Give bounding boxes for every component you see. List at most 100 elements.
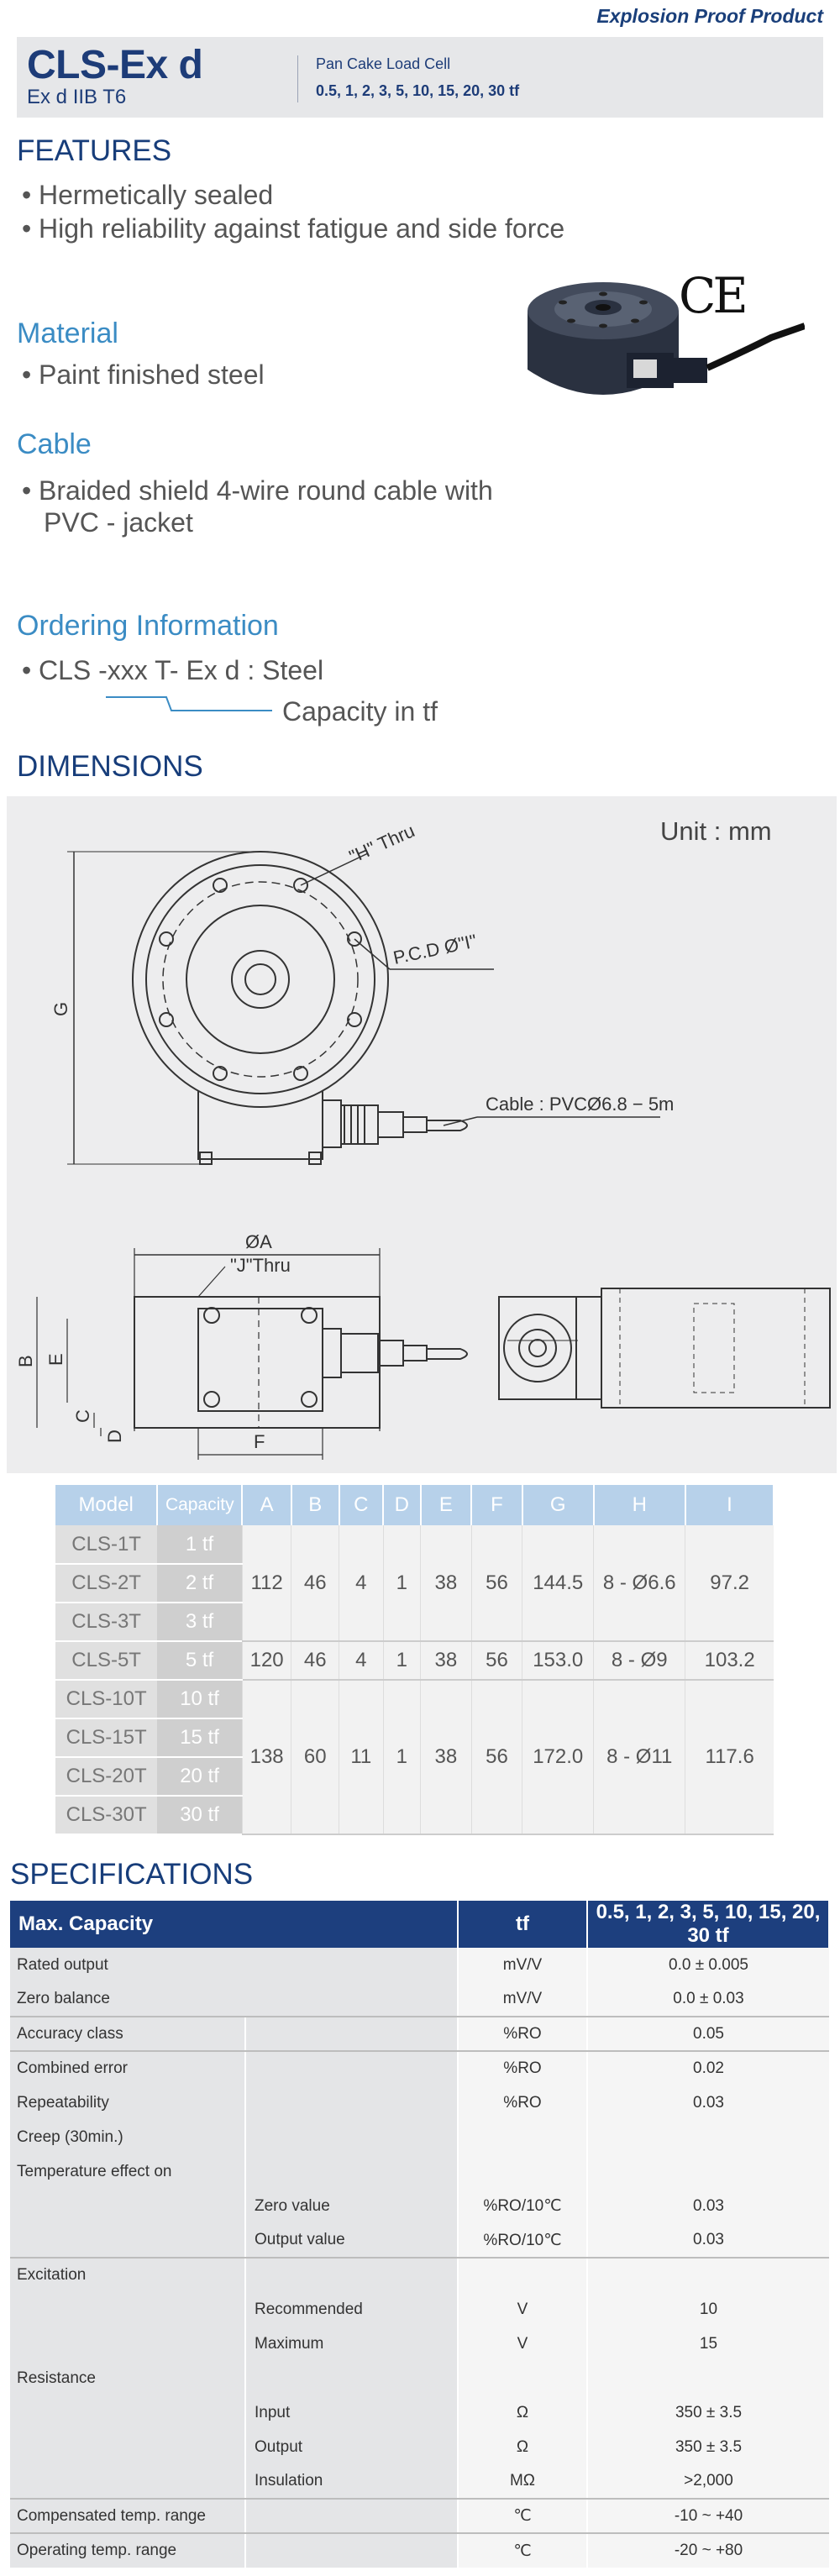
specifications-heading: SPECIFICATIONS	[10, 1858, 254, 1891]
model-dimension-table: Model Capacity A B C D E F G H I CLS-1T …	[55, 1485, 775, 1835]
h-thru-label: "H" Thru	[346, 820, 418, 867]
spec-sublabel: Output	[244, 2430, 458, 2464]
capacity-cell: 10 tf	[157, 1680, 243, 1719]
spec-unit: MΩ	[457, 2464, 587, 2500]
model-cell: CLS-30T	[55, 1796, 158, 1835]
spec-label	[10, 2395, 245, 2430]
spec-value: 10	[586, 2292, 829, 2327]
capacity-range: 0.5, 1, 2, 3, 5, 10, 15, 20, 30 tf	[316, 82, 520, 99]
b-label: B	[15, 1355, 36, 1367]
value-cell: 8 - Ø11	[593, 1680, 685, 1835]
cable-item: •Braided shield 4-wire round cable with	[22, 475, 493, 506]
table-row: CLS-5T 5 tf 120 46 4 1 38 56 153.0 8 - Ø…	[55, 1641, 774, 1681]
col-header: I	[685, 1485, 775, 1525]
table-row: CLS-3T 3 tf	[55, 1603, 774, 1642]
a-label: ØA	[245, 1231, 272, 1252]
value-cell: 144.5	[522, 1525, 594, 1642]
spec-label: Accuracy class	[10, 2017, 245, 2052]
spec-label: Excitation	[10, 2258, 245, 2292]
spec-value: 0.02	[586, 2051, 829, 2085]
spec-value: 0.0 ± 0.03	[586, 1982, 829, 2017]
capacity-cell: 30 tf	[157, 1796, 243, 1835]
pcd-label: P.C.D Ø"I"	[391, 930, 479, 968]
capacity-cell: 3 tf	[157, 1603, 243, 1642]
spec-sublabel	[244, 2017, 458, 2052]
spec-header-values: 0.5, 1, 2, 3, 5, 10, 15, 20, 30 tf	[587, 1901, 830, 1948]
value-cell: 56	[470, 1680, 522, 1835]
col-header: D	[383, 1485, 422, 1525]
spec-sublabel	[244, 2499, 458, 2534]
spec-value: 0.03	[586, 2223, 829, 2259]
value-cell: 46	[291, 1525, 339, 1642]
capacity-cell: 1 tf	[157, 1525, 243, 1565]
ordering-heading: Ordering Information	[17, 610, 279, 642]
e-label: E	[45, 1353, 66, 1366]
capacity-cell: 5 tf	[157, 1641, 243, 1681]
model-cell: CLS-5T	[55, 1641, 158, 1681]
spec-label	[10, 2223, 245, 2259]
spec-sublabel	[244, 2258, 458, 2292]
col-header: B	[291, 1485, 340, 1525]
spec-label	[10, 2327, 245, 2361]
ce-mark: CE	[679, 267, 748, 324]
capacity-note: Capacity in tf	[282, 696, 438, 727]
spec-sublabel	[244, 2361, 458, 2395]
model-title: CLS-Ex d	[27, 43, 203, 87]
table-row: CLS-15T 15 tf	[55, 1718, 774, 1758]
spec-sublabel: Zero value	[244, 2189, 458, 2223]
spec-label	[10, 2430, 245, 2464]
title-bar: CLS-Ex d Ex d IIB T6 Pan Cake Load Cell …	[17, 37, 823, 118]
title-divider	[297, 55, 298, 102]
capacity-cell: 2 tf	[157, 1564, 243, 1603]
spec-sublabel: Maximum	[244, 2327, 458, 2361]
capacity-pointer-line	[106, 696, 272, 711]
f-label: F	[254, 1431, 265, 1452]
model-rating: Ex d IIB T6	[27, 86, 127, 108]
value-cell: 56	[470, 1641, 522, 1681]
spec-row: Resistance	[10, 2361, 829, 2395]
value-cell: 117.6	[685, 1680, 774, 1835]
spec-value: >2,000	[586, 2464, 829, 2500]
feature-item: •Hermetically sealed	[22, 180, 274, 210]
col-header: Model	[55, 1485, 159, 1525]
spec-unit: mV/V	[457, 1982, 587, 2017]
value-cell: 1	[382, 1525, 421, 1642]
spec-value: 350 ± 3.5	[586, 2395, 829, 2430]
spec-label	[10, 2292, 245, 2327]
spec-row: Operating temp. range℃-20 ~ +80	[10, 2533, 829, 2568]
ordering-item: •CLS -xxx T- Ex d : Steel	[22, 655, 324, 685]
material-item: •Paint finished steel	[22, 359, 265, 390]
spec-sublabel: Input	[244, 2395, 458, 2430]
value-cell: 11	[339, 1680, 384, 1835]
spec-unit: %RO/10℃	[457, 2189, 587, 2223]
spec-sublabel	[244, 2051, 458, 2085]
value-cell: 1	[382, 1641, 421, 1681]
spec-value	[586, 2258, 829, 2292]
spec-row: Excitation	[10, 2258, 829, 2292]
value-cell: 103.2	[685, 1641, 774, 1681]
spec-unit: mV/V	[457, 1948, 587, 1982]
col-header: E	[420, 1485, 473, 1525]
spec-label	[10, 2464, 245, 2500]
spec-unit: ℃	[457, 2533, 587, 2568]
cable-item-continued: PVC - jacket	[44, 507, 193, 538]
col-header: A	[242, 1485, 292, 1525]
spec-header-capacity: Max. Capacity	[10, 1901, 459, 1948]
value-cell: 46	[291, 1641, 339, 1681]
dimension-drawing: "H" Thru P.C.D Ø"I" Cable : PVCØ6.8 − 5m…	[15, 820, 831, 1460]
value-cell: 172.0	[522, 1680, 594, 1835]
spec-header-unit: tf	[458, 1901, 588, 1948]
features-heading: FEATURES	[17, 134, 172, 167]
spec-unit: V	[457, 2327, 587, 2361]
col-header: H	[593, 1485, 686, 1525]
spec-unit: V	[457, 2292, 587, 2327]
value-cell: 97.2	[685, 1525, 774, 1642]
spec-unit: %RO	[457, 2085, 587, 2120]
spec-value: -20 ~ +80	[586, 2533, 829, 2568]
capacity-cell: 20 tf	[157, 1757, 243, 1797]
spec-row: Compensated temp. range℃-10 ~ +40	[10, 2499, 829, 2534]
spec-label	[10, 2189, 245, 2223]
